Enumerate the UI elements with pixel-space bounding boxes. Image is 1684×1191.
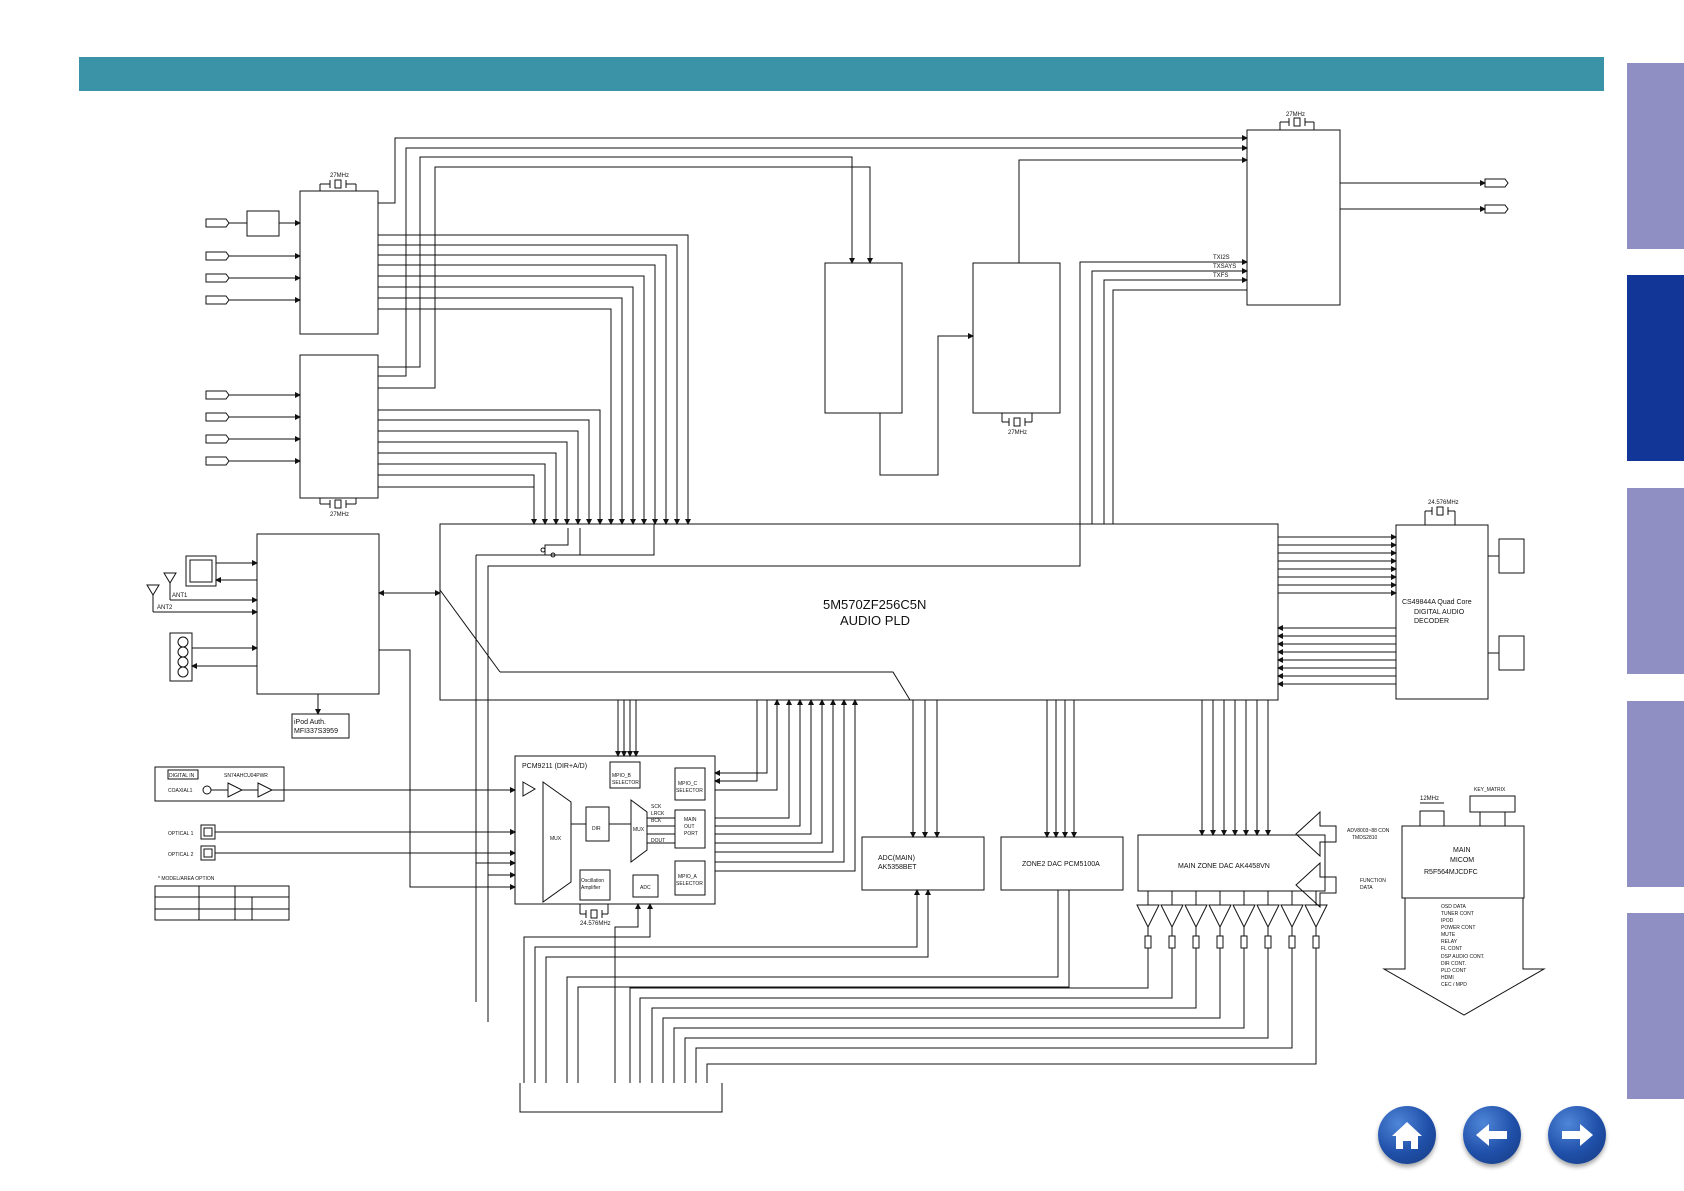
side-tab-3[interactable]: [1627, 488, 1684, 674]
key-matrix-label: KEY_MATRIX: [1474, 787, 1506, 793]
video-block-1: [824, 262, 903, 414]
xtal-label-4: 27MHz: [1008, 430, 1027, 436]
i2s-bck-label: BCK: [651, 818, 662, 824]
dsp-label-1: CS49844A Quad Core: [1402, 599, 1472, 606]
hdmi-rx-1-block: [299, 190, 379, 335]
ipod-tuner-block: [256, 533, 380, 695]
micom-label-1: MAIN: [1453, 847, 1471, 854]
function-data-label-2: DATA: [1360, 885, 1373, 891]
dir-label: DIR: [592, 826, 601, 832]
mpio-b-label-2: SELECTOR: [612, 780, 639, 786]
svg-text:DIR CONT.: DIR CONT.: [1441, 961, 1466, 967]
svg-text:RELAY: RELAY: [1441, 939, 1458, 945]
hdmi-input-connectors: [205, 218, 230, 466]
xtal-label-1: 27MHz: [330, 173, 349, 179]
ipod-auth-label-1: iPod Auth.: [294, 719, 326, 726]
hdmi-tx-label-1: TXI2S: [1213, 255, 1230, 261]
main-micom-block: [1401, 825, 1525, 899]
pcm9211-label: PCM9211 (DIR+A/D): [522, 763, 587, 770]
mpio-b-label-1: MPIO_B: [612, 773, 632, 779]
ant2-label: ANT2: [157, 605, 173, 611]
dac-output-buffers: [1136, 904, 1328, 949]
xtal-label-6: 24.576MHz: [580, 921, 611, 927]
hdmi-tx-block: [1246, 129, 1341, 306]
audio-pld-block: [439, 523, 1279, 701]
side-tab-2[interactable]: [1627, 275, 1684, 461]
hdmi-rx-2-block: [299, 354, 379, 499]
xtal-label-2: 27MHz: [330, 512, 349, 518]
side-tab-5[interactable]: [1627, 913, 1684, 1099]
header-bar: [79, 57, 1604, 91]
mux-label-2: MUX: [633, 827, 645, 833]
micom-label-3: R5F564MJCDFC: [1424, 869, 1478, 876]
micom-output-list: OSD DATA TUNER CONT IPOD POWER CONT MUTE…: [1441, 904, 1485, 988]
svg-text:TUNER CONT: TUNER CONT: [1441, 911, 1474, 917]
i2s-sck-label: SCK: [651, 804, 662, 810]
svg-text:HDMI: HDMI: [1441, 975, 1454, 981]
sn74-label: SN74AHCU04PWR: [224, 773, 268, 779]
model-option-table: [154, 885, 290, 921]
main-dac-label: MAIN ZONE DAC AK4458VN: [1178, 863, 1270, 870]
hdmi-tx-label-2: TXSAYS: [1213, 264, 1236, 270]
optical1-label: OPTICAL 1: [168, 831, 194, 837]
back-button[interactable]: [1463, 1106, 1521, 1164]
adv-label-2: TMDS2810: [1352, 835, 1378, 841]
mpio-c-label-1: MPIO_C: [678, 781, 698, 787]
mux-label-1: MUX: [550, 836, 562, 842]
svg-text:FL CONT: FL CONT: [1441, 946, 1462, 952]
svg-text:IPOD: IPOD: [1441, 918, 1454, 924]
main-out-label-2: OUT: [684, 824, 695, 830]
side-tab-4[interactable]: [1627, 701, 1684, 887]
mpio-a-label-2: SELECTOR: [676, 881, 703, 887]
pld-label-2: AUDIO PLD: [840, 613, 910, 628]
svg-text:POWER CONT: POWER CONT: [1441, 925, 1475, 931]
hdmi-tx-label-3: TXFS: [1213, 273, 1228, 279]
dsp-block: [1395, 524, 1489, 700]
adc-main-label-1: ADC(MAIN): [878, 855, 915, 862]
forward-button[interactable]: [1548, 1106, 1606, 1164]
adc-main-label-2: AK5358BET: [878, 864, 917, 871]
svg-text:CEC / MPD: CEC / MPD: [1441, 982, 1467, 988]
arrow-right-icon: [1562, 1124, 1593, 1146]
video-block-2: [972, 262, 1061, 414]
dsp-label-2: DIGITAL AUDIO: [1414, 609, 1465, 616]
main-dac-block: [1137, 834, 1326, 892]
main-out-label-1: MAIN: [684, 817, 697, 823]
function-data-label-1: FUNCTION: [1360, 878, 1386, 884]
home-icon: [1392, 1122, 1422, 1149]
zone2-dac-label: ZONE2 DAC PCM5100A: [1022, 861, 1100, 868]
svg-text:OSD DATA: OSD DATA: [1441, 904, 1466, 910]
svg-text:DSP AUDIO CONT.: DSP AUDIO CONT.: [1441, 954, 1485, 960]
svg-text:PLD CONT: PLD CONT: [1441, 968, 1466, 974]
ipod-auth-label-2: MFI337S3959: [294, 728, 338, 735]
arrow-left-icon: [1476, 1124, 1507, 1146]
adv-label-1: ADV8003~88 CON: [1347, 828, 1390, 834]
xtal-label-3: 27MHz: [1286, 112, 1305, 118]
micom-label-2: MICOM: [1450, 857, 1474, 864]
model-option-label: * MODEL/AREA OPTION: [158, 876, 215, 882]
side-tab-1[interactable]: [1627, 63, 1684, 249]
osc-label-2: Amplifier: [581, 885, 601, 891]
svg-text:MUTE: MUTE: [1441, 932, 1456, 938]
pld-dsp-bus: [1277, 534, 1397, 687]
xtal-label-7: 12MHz: [1420, 796, 1439, 802]
small-block: [246, 210, 280, 237]
optical2-label: OPTICAL 2: [168, 852, 194, 858]
xtal-label-5: 24.576MHz: [1428, 500, 1459, 506]
dsp-label-3: DECODER: [1414, 618, 1449, 625]
ant1-label: ANT1: [172, 593, 188, 599]
dout-label: DOUT: [651, 838, 665, 844]
pld-label-1: 5M570ZF256C5N: [823, 597, 926, 612]
i2s-lrck-label: LRCK: [651, 811, 665, 817]
osc-label-1: Oscillation: [581, 878, 604, 884]
mpio-c-label-2: SELECTOR: [676, 788, 703, 794]
adc-small-label: ADC: [640, 885, 651, 891]
main-out-label-3: PORT: [684, 831, 698, 837]
home-button[interactable]: [1378, 1106, 1436, 1164]
digital-in-label: DIGITAL IN: [169, 773, 195, 779]
coaxial-label: COAXIAL1: [168, 788, 193, 794]
mpio-a-label-1: MPIO_A: [678, 874, 698, 880]
digital-in-block: [154, 766, 285, 802]
